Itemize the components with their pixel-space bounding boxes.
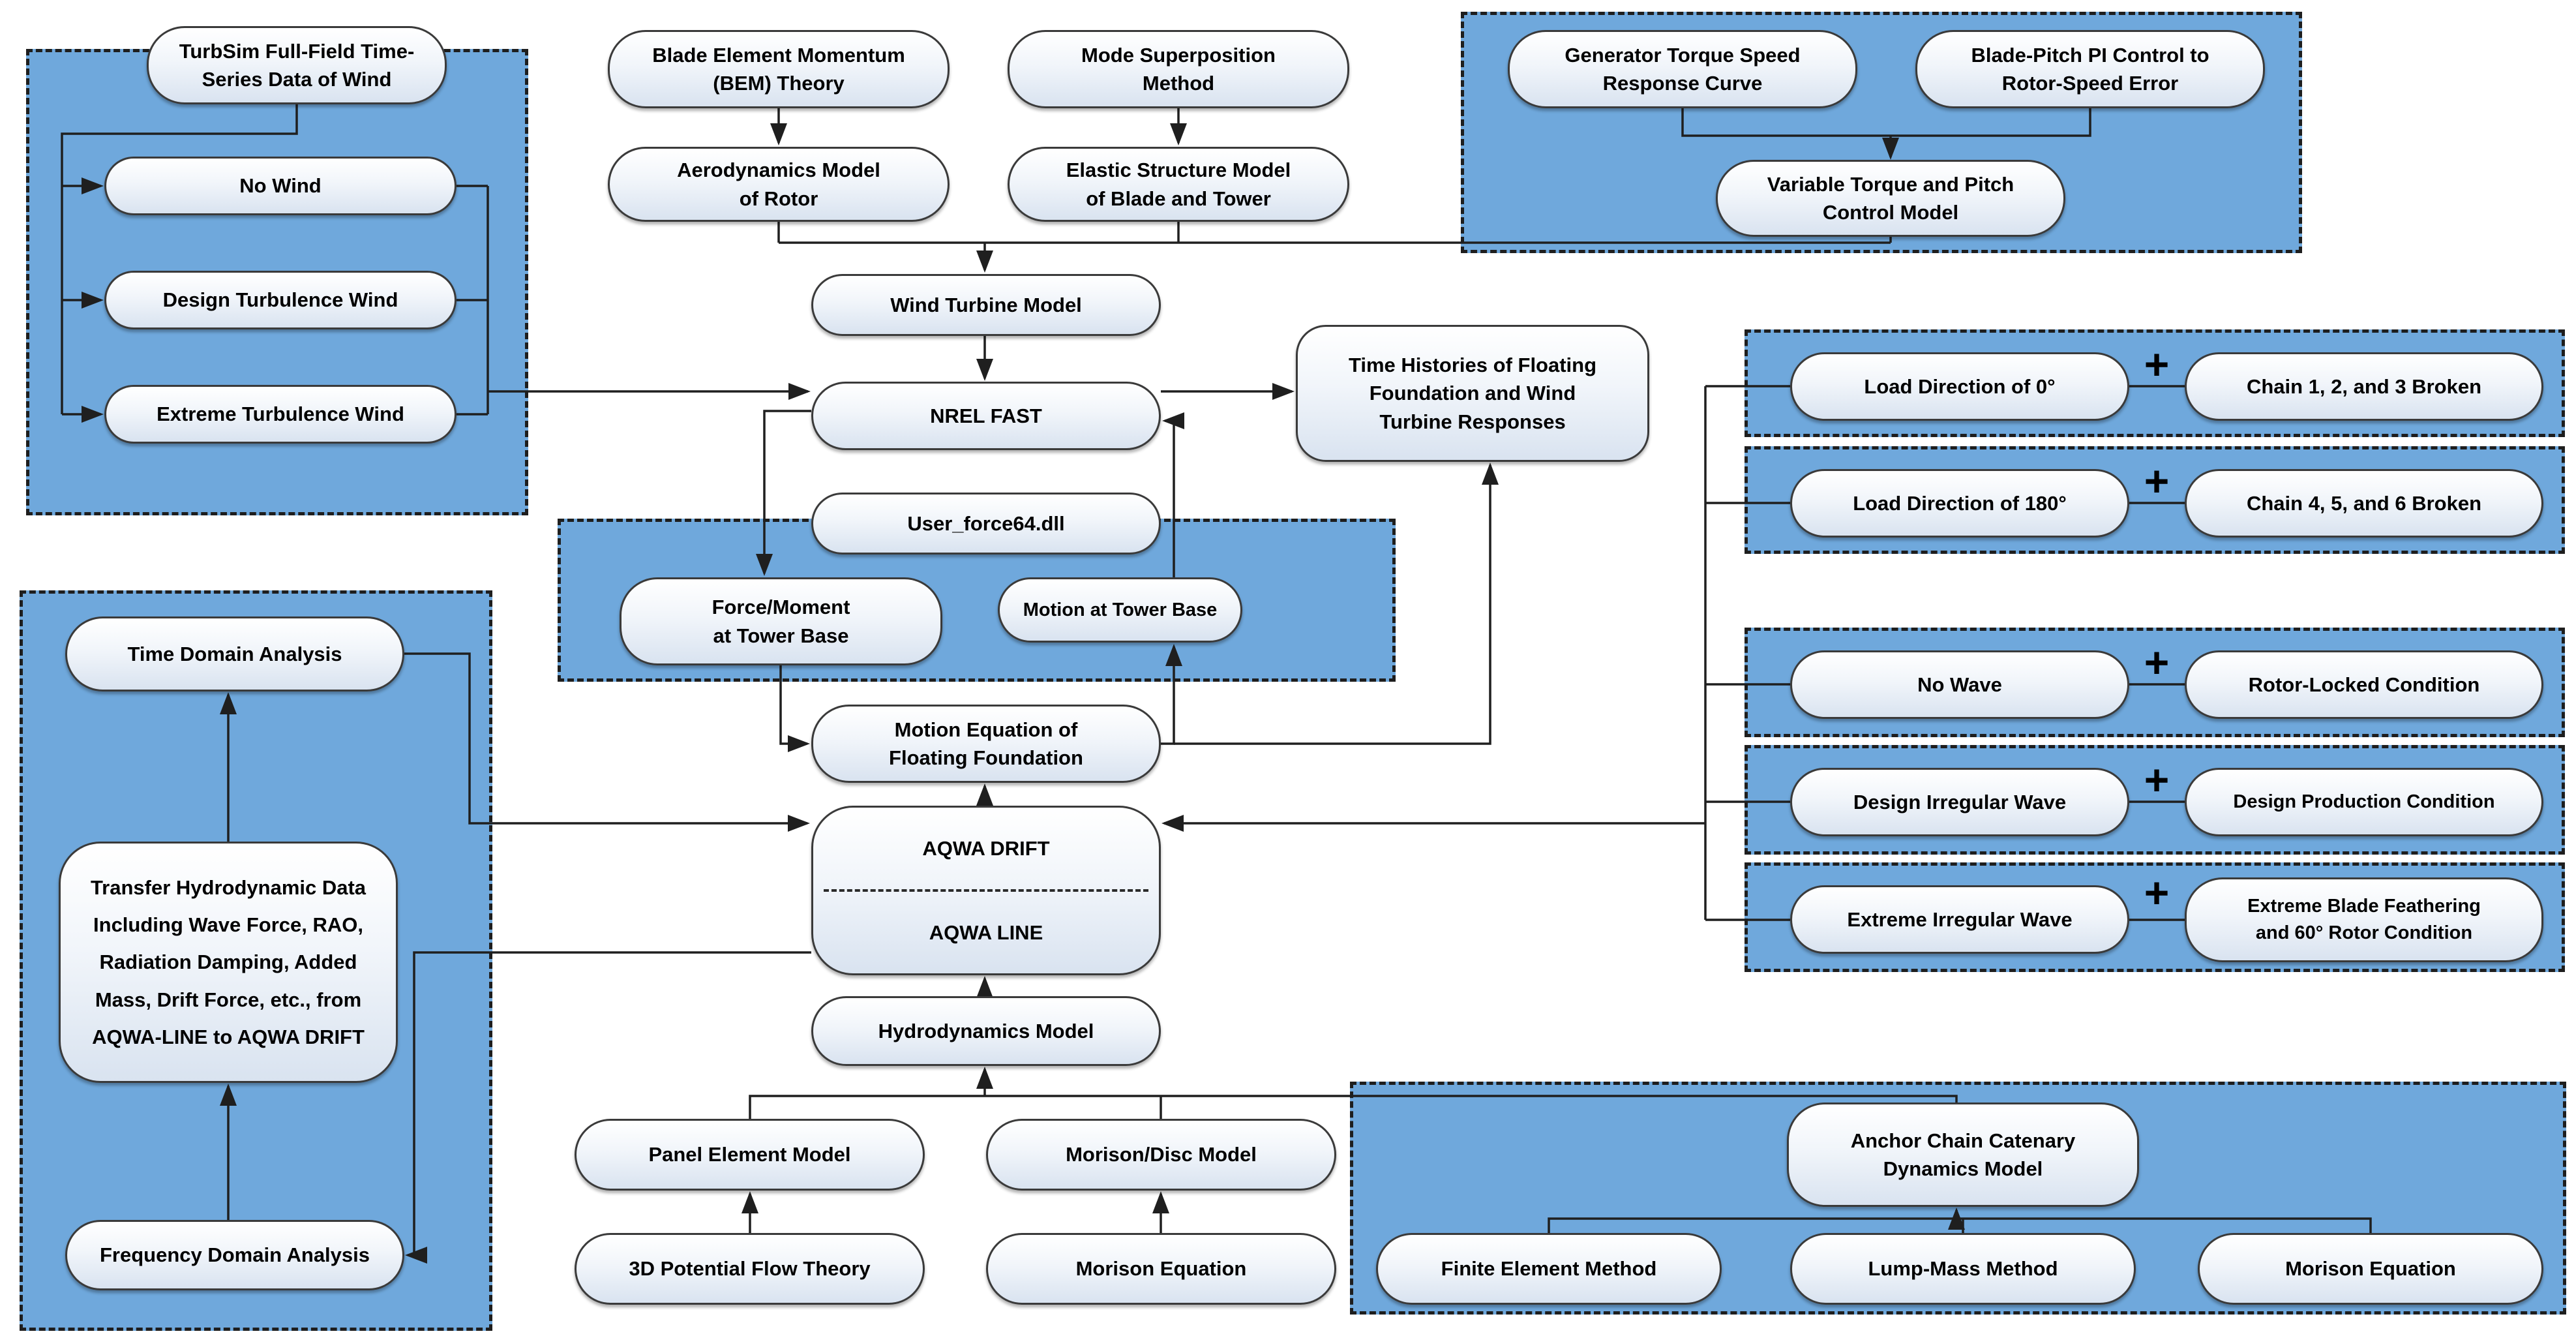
node-generator-torque: Generator Torque Speed Response Curve (1508, 30, 1857, 108)
node-rotor-locked: Rotor-Locked Condition (2185, 650, 2543, 719)
node-morison-equation-right: Morison Equation (2198, 1233, 2543, 1305)
node-frequency-domain-analysis: Frequency Domain Analysis (65, 1220, 404, 1290)
node-3d-potential-flow: 3D Potential Flow Theory (575, 1233, 925, 1305)
node-design-wind: Design Turbulence Wind (104, 271, 457, 329)
node-anchor-chain-catenary: Anchor Chain Catenary Dynamics Model (1787, 1102, 2139, 1207)
node-design-production: Design Production Condition (2185, 768, 2543, 836)
node-morison-equation-center: Morison Equation (986, 1233, 1336, 1305)
plus-icon: + (2144, 457, 2170, 505)
node-extreme-blade-feathering: Extreme Blade Feathering and 60° Rotor C… (2185, 877, 2543, 962)
node-bem: Blade Element Momentum (BEM) Theory (608, 30, 950, 108)
node-variable-torque: Variable Torque and Pitch Control Model (1716, 160, 2065, 237)
node-lump-mass-method: Lump-Mass Method (1790, 1233, 2136, 1305)
node-no-wind: No Wind (104, 157, 457, 215)
plus-icon: + (2144, 638, 2170, 686)
node-motion-equation: Motion Equation of Floating Foundation (811, 705, 1161, 783)
node-load-direction-180: Load Direction of 180° (1790, 469, 2129, 538)
plus-icon: + (2144, 340, 2170, 388)
node-aqwa-line: AQWA LINE (929, 920, 1043, 944)
node-morison-disc-model: Morison/Disc Model (986, 1119, 1336, 1191)
node-turbsim: TurbSim Full-Field Time- Series Data of … (147, 26, 447, 104)
node-force-moment: Force/Moment at Tower Base (620, 577, 942, 665)
node-motion-tower-base: Motion at Tower Base (998, 577, 1242, 643)
node-wind-turbine-model: Wind Turbine Model (811, 274, 1161, 336)
node-finite-element-method: Finite Element Method (1376, 1233, 1722, 1305)
node-time-domain-analysis: Time Domain Analysis (65, 616, 404, 692)
plus-icon: + (2144, 868, 2170, 917)
plus-icon: + (2144, 755, 2170, 804)
node-transfer-hydro-data: Transfer Hydrodynamic Data Including Wav… (59, 842, 398, 1083)
node-aqwa-drift: AQWA DRIFT (922, 836, 1050, 860)
node-chain-456-broken: Chain 4, 5, and 6 Broken (2185, 469, 2543, 538)
node-no-wave: No Wave (1790, 650, 2129, 719)
node-time-histories: Time Histories of Floating Foundation an… (1296, 325, 1649, 462)
node-chain-123-broken: Chain 1, 2, and 3 Broken (2185, 352, 2543, 421)
node-nrel-fast: NREL FAST (811, 382, 1161, 450)
node-elastic-structure: Elastic Structure Model of Blade and Tow… (1008, 147, 1349, 222)
node-hydrodynamics-model: Hydrodynamics Model (811, 996, 1161, 1066)
node-mode-superposition: Mode Superposition Method (1008, 30, 1349, 108)
node-extreme-irregular-wave: Extreme Irregular Wave (1790, 885, 2129, 954)
node-load-direction-0: Load Direction of 0° (1790, 352, 2129, 421)
node-design-irregular-wave: Design Irregular Wave (1790, 768, 2129, 836)
node-blade-pitch-pi: Blade-Pitch PI Control to Rotor-Speed Er… (1915, 30, 2265, 108)
node-aerodynamics-model: Aerodynamics Model of Rotor (608, 147, 950, 222)
node-extreme-wind: Extreme Turbulence Wind (104, 385, 457, 444)
node-aqwa: AQWA DRIFT AQWA LINE (811, 806, 1161, 975)
node-user-force-dll: User_force64.dll (811, 493, 1161, 555)
aqwa-divider (823, 889, 1149, 892)
node-panel-element-model: Panel Element Model (575, 1119, 925, 1191)
